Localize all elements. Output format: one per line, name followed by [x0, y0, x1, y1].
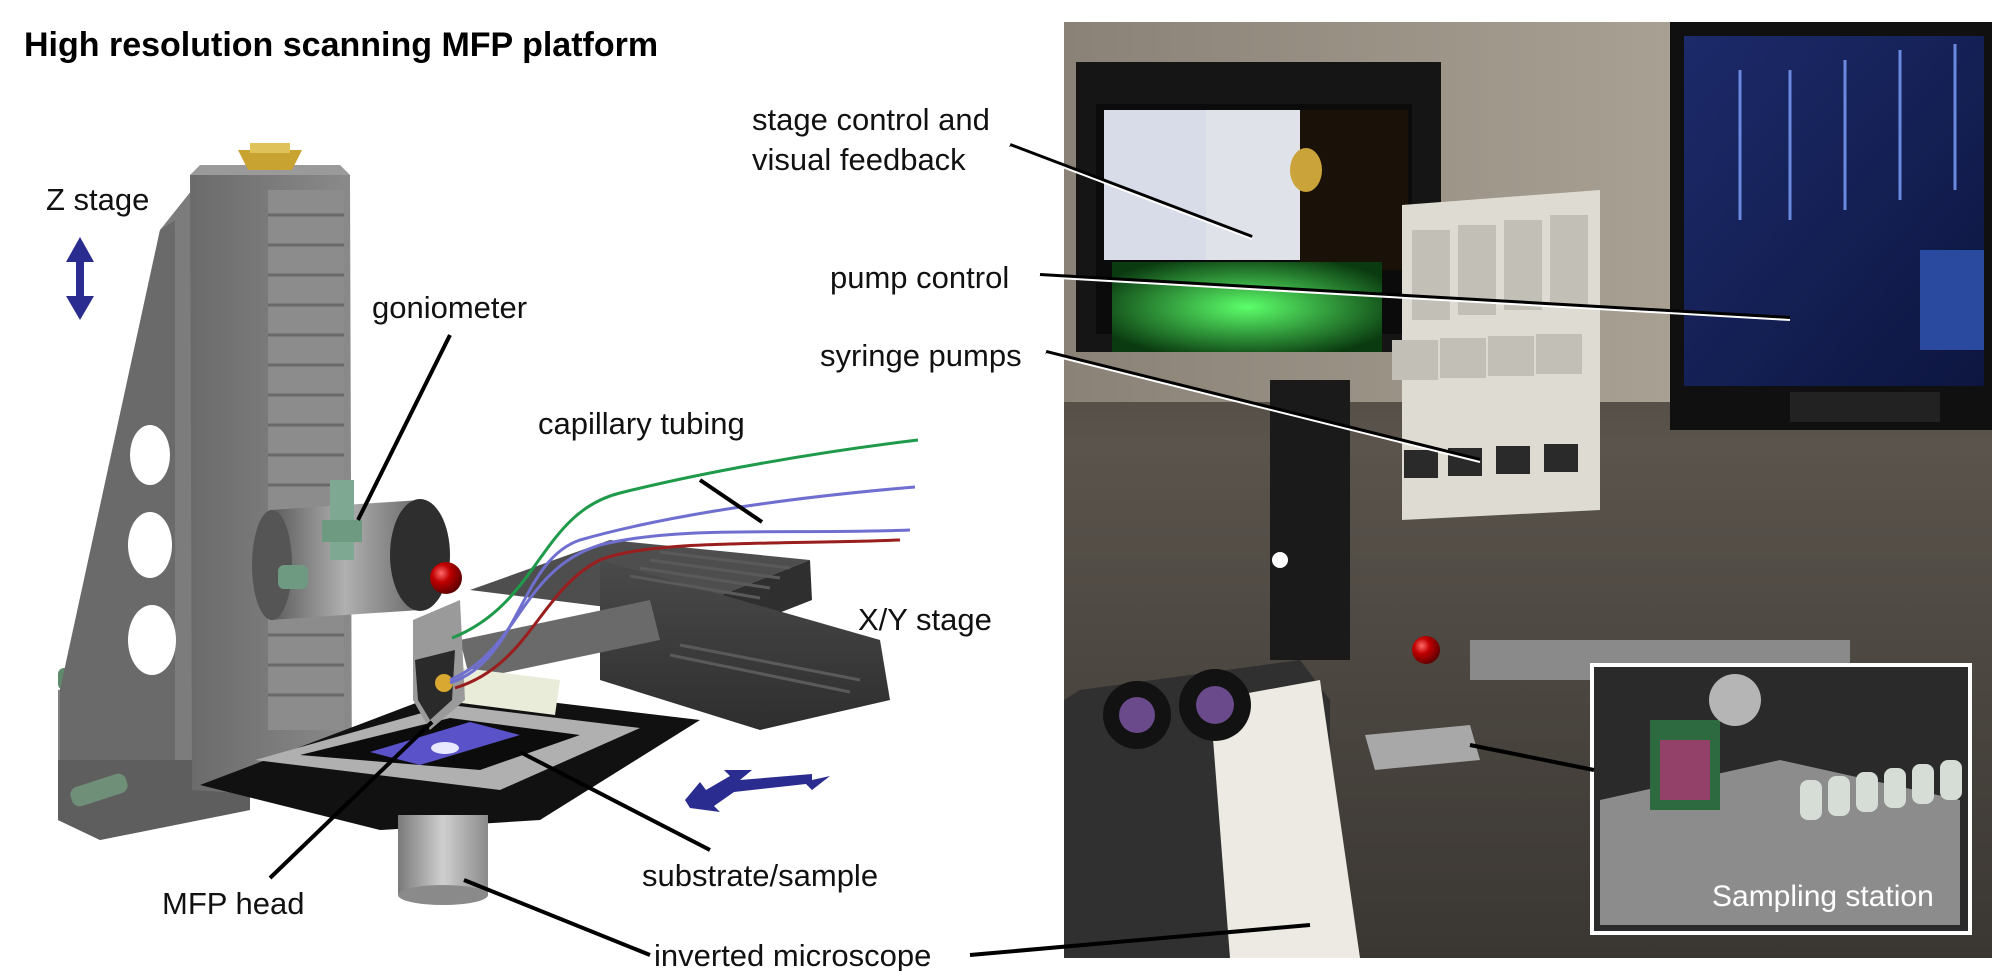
leader-pump-control — [1039, 273, 1791, 320]
leader-goniometer — [356, 334, 452, 521]
leader-lines-left — [268, 334, 764, 957]
mfp-head — [415, 650, 455, 720]
label-xy-stage: X/Y stage — [858, 602, 992, 637]
leader-mfp-head — [268, 720, 434, 880]
mfp-head-fitting — [435, 674, 453, 692]
goniometer-side-knob — [278, 565, 308, 589]
inset-fitting — [1709, 674, 1761, 726]
label-goniometer: goniometer — [372, 290, 528, 325]
leader-lines-right — [969, 143, 1791, 957]
base-knob-front — [70, 773, 128, 807]
photo-sample-holder — [1365, 725, 1480, 770]
monitor-right-stand — [1790, 392, 1940, 422]
stage-column — [1270, 380, 1350, 660]
fluorescence-image — [1112, 262, 1382, 352]
lab-photograph — [969, 22, 1992, 958]
microscope-body — [1210, 680, 1360, 958]
tube-blue-2 — [449, 528, 911, 682]
tube-green-main — [451, 438, 919, 640]
xy-axis-arrow — [685, 770, 830, 812]
inset-vials — [1800, 760, 1962, 820]
mfp-holder — [438, 665, 560, 715]
z-brass-knob — [238, 150, 302, 170]
syringe-clamps — [1404, 444, 1578, 478]
eyepiece-right-lens — [1196, 686, 1234, 724]
figure-title: High resolution scanning MFP platform — [24, 26, 659, 64]
label-inverted-microscope: inverted microscope — [654, 938, 932, 971]
platform-rendering — [58, 143, 919, 957]
goniometer-knob-cap — [322, 520, 362, 542]
label-sampling-station: Sampling station — [1712, 880, 1934, 913]
leader-capillary-tubing — [698, 478, 764, 524]
camera-view — [1300, 110, 1408, 270]
tube-red — [454, 538, 901, 690]
tower-hole — [128, 605, 176, 675]
z-stage-rails — [268, 190, 344, 730]
monitor-left-dialog-2 — [1206, 110, 1300, 260]
camera-view-tip — [1290, 148, 1322, 192]
label-z-stage: Z stage — [46, 182, 150, 217]
label-pump-control: pump control — [830, 260, 1010, 295]
xy-stage-plate — [460, 600, 660, 680]
pump-software-panel — [1920, 250, 1984, 350]
leader-inverted-microscope-left — [463, 878, 651, 957]
red-ball-knob — [430, 562, 462, 594]
label-stage-control-line1: stage control and — [752, 102, 990, 137]
leader-inverted-microscope-right — [969, 923, 1311, 957]
sample-spot — [431, 742, 459, 754]
label-syringe-pumps: syringe pumps — [820, 338, 1022, 373]
z-axis-arrow — [66, 237, 94, 320]
goniometer-back — [252, 510, 292, 620]
leader-stage-control — [1009, 143, 1253, 239]
goniometer-face — [390, 499, 450, 611]
leader-syringe-pumps — [1045, 350, 1481, 462]
leader-substrate — [519, 750, 711, 852]
pump-software-columns — [1738, 44, 1957, 220]
tower-hole — [130, 425, 170, 485]
leader-lines-white — [1009, 146, 1791, 463]
label-mfp-head: MFP head — [162, 886, 305, 921]
photo-red-knob — [1412, 636, 1440, 664]
leader-sampling-station — [1469, 743, 1595, 772]
stage-column-hole — [1272, 552, 1288, 568]
tower-hole — [128, 512, 172, 578]
eyepiece-left-lens — [1119, 697, 1155, 733]
monitor-left-dialog — [1104, 110, 1206, 260]
inset-sample — [1660, 740, 1710, 800]
xy-stage-rails — [629, 550, 861, 694]
label-capillary-tubing: capillary tubing — [538, 406, 745, 441]
xy-stage-arm — [600, 560, 890, 730]
z-brass-knob-top — [250, 143, 290, 153]
label-stage-control-line2: visual feedback — [752, 142, 966, 177]
capillary-tubes — [449, 438, 919, 690]
label-substrate-sample: substrate/sample — [642, 858, 879, 893]
objective-bottom — [398, 885, 488, 905]
